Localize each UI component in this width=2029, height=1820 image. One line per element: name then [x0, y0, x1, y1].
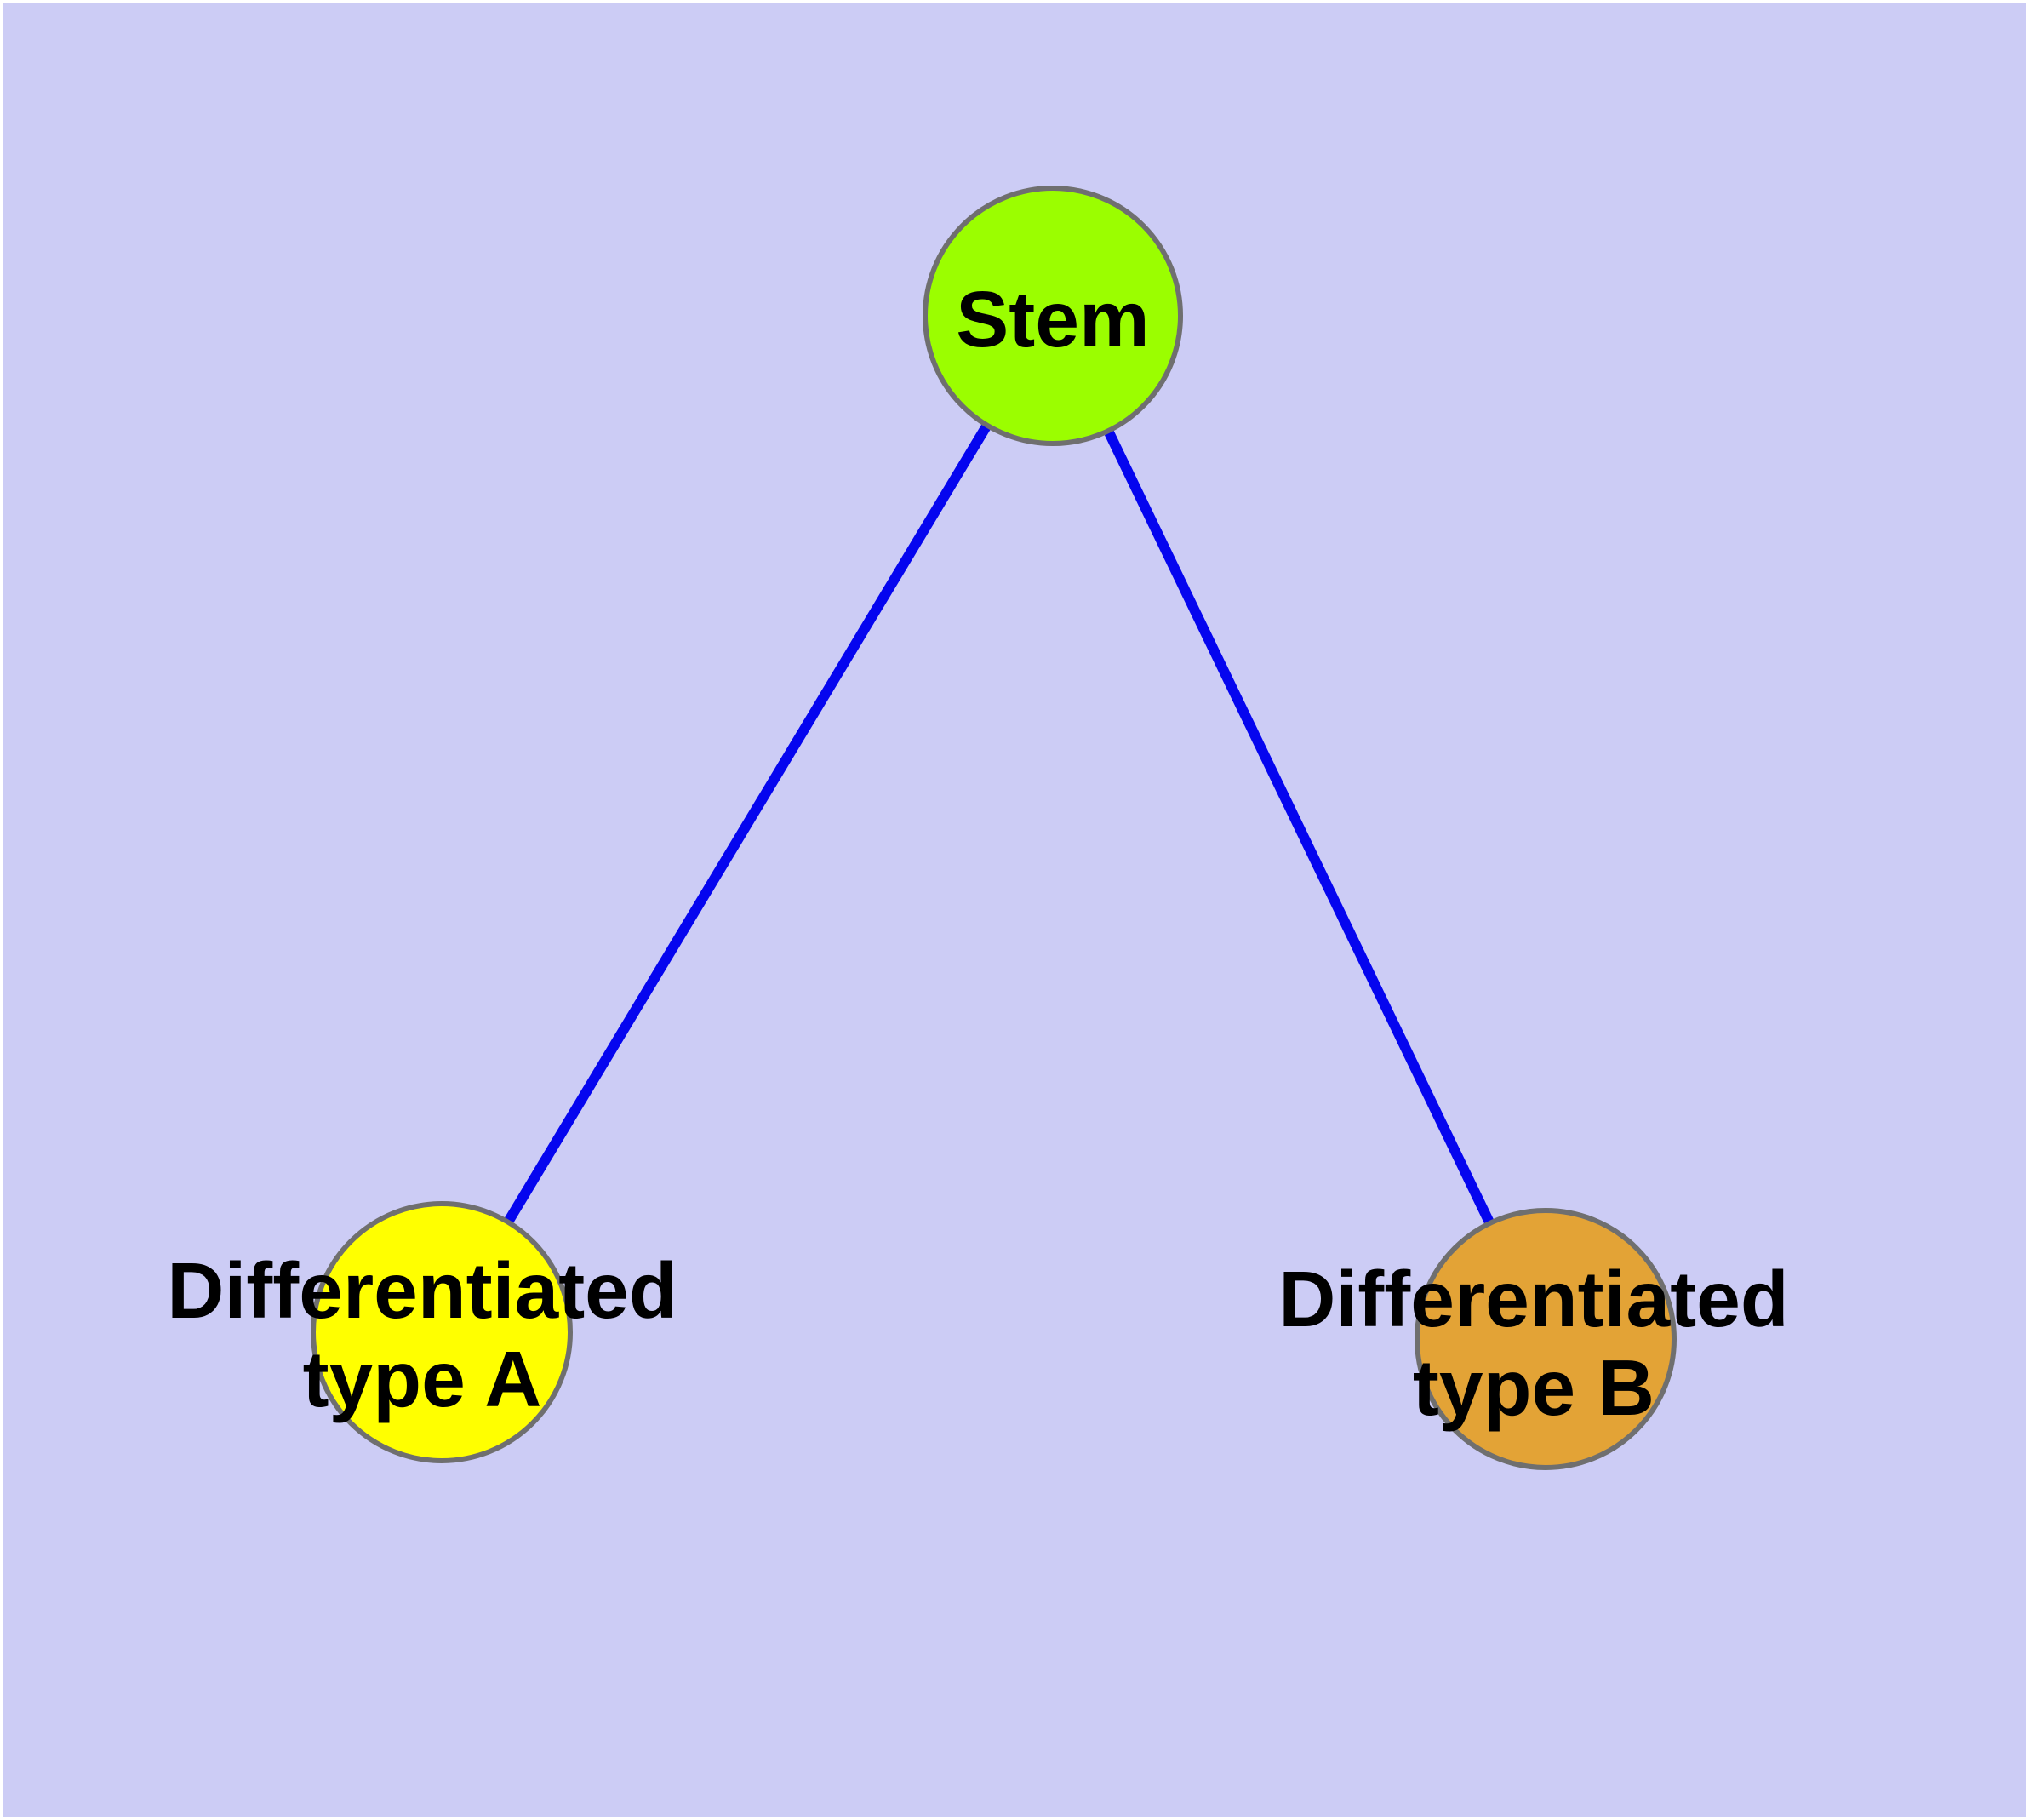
node-type-a-label-line-1: Differentiated — [167, 1246, 677, 1335]
edge-stem-to-type-b — [1048, 313, 1551, 1342]
label-layer: Stem Differentiated type A Differentiate… — [167, 275, 1788, 1432]
node-stem-label: Stem — [956, 275, 1149, 363]
edge-stem-to-type-a — [437, 312, 1058, 1336]
node-type-b-label-line-1: Differentiated — [1278, 1255, 1788, 1343]
node-stem — [923, 186, 1183, 446]
node-layer — [311, 186, 1677, 1470]
node-differentiated-type-b — [1415, 1208, 1677, 1470]
node-type-a-label-line-2: type A — [303, 1335, 542, 1423]
node-type-b-label-line-2: type B — [1413, 1343, 1655, 1432]
edge-layer — [437, 312, 1551, 1342]
node-differentiated-type-a — [311, 1201, 573, 1463]
